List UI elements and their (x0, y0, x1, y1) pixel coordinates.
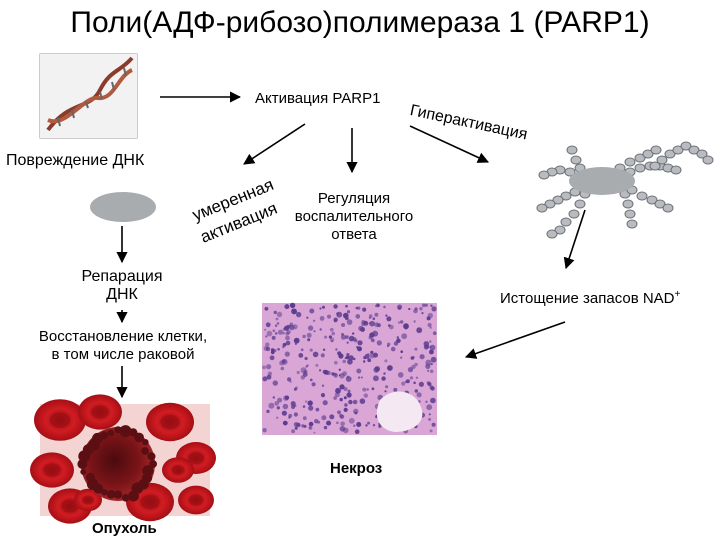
parp-with-par-chains (536, 141, 714, 239)
label-tumor: Опухоль (92, 520, 157, 537)
dna-helix-image (39, 53, 138, 139)
arrow-to-nad (563, 209, 586, 270)
label-dna-damage: Повреждение ДНК (6, 152, 145, 169)
arrows (116, 91, 586, 399)
label-cell-recovery: Восстановление клетки, в том числе раков… (38, 328, 208, 363)
label-necrosis: Некроз (330, 460, 383, 477)
necrosis-tissue-image (262, 302, 437, 435)
page-title: Поли(АДФ-рибозо)полимераза 1 (PARP1) (70, 6, 650, 39)
label-activation: Активация PARP1 (255, 90, 381, 107)
tumor-image (30, 394, 216, 524)
arrow-to-hyper (409, 125, 490, 163)
label-inflammation: Регуляция воспалительного ответа (294, 190, 414, 243)
label-repair: Репарация ДНК (81, 268, 163, 303)
label-nad-depletion: Истощение запасов NAD+ (500, 289, 681, 307)
parp-ellipse-left (90, 192, 156, 222)
arrow-to-necrosis (464, 321, 566, 359)
arrow-to-moderate (243, 123, 306, 165)
